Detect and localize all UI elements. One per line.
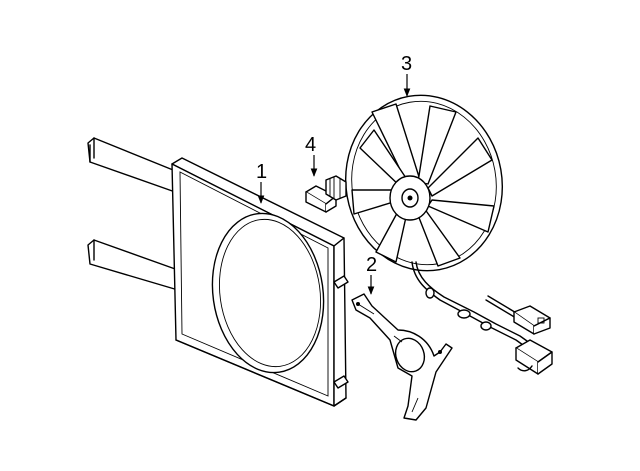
callout-3: 3	[401, 53, 412, 97]
svg-text:4: 4	[305, 134, 316, 156]
svg-text:2: 2	[366, 254, 377, 276]
svg-text:3: 3	[401, 53, 412, 75]
callout-1: 1	[256, 161, 267, 204]
fan-switch	[305, 175, 347, 213]
callout-4: 4	[305, 134, 318, 177]
fan-shroud	[87, 137, 349, 407]
bracket	[351, 293, 453, 421]
svg-text:1: 1	[256, 161, 267, 183]
callout-2: 2	[366, 254, 377, 295]
fan-assembly	[344, 94, 553, 375]
